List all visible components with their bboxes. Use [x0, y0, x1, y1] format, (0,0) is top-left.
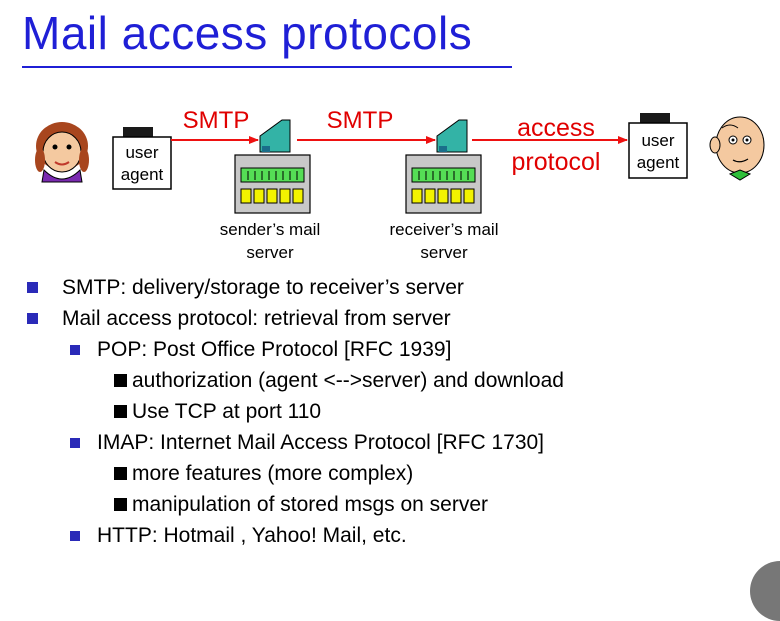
list-item: POP: Post Office Protocol [RFC 1939] — [22, 334, 772, 365]
bullet-square-icon — [114, 374, 127, 387]
mail-flow-diagram: user agent — [35, 107, 765, 262]
bullet-square-icon — [70, 344, 80, 355]
page-title: Mail access protocols — [22, 7, 473, 59]
bullet-square-icon — [27, 313, 38, 324]
bullet-list: SMTP: delivery/storage to receiver’s ser… — [22, 272, 772, 551]
list-item: HTTP: Hotmail , Yahoo! Mail, etc. — [22, 520, 772, 551]
receiver-server-label-line2: server — [420, 243, 468, 262]
smtp-label-1: SMTP — [183, 107, 250, 134]
bullet-text: Use TCP at port 110 — [132, 400, 322, 423]
list-item: IMAP: Internet Mail Access Protocol [RFC… — [22, 427, 772, 458]
receiver-mail-server-icon — [405, 119, 482, 214]
slide-corner-decoration — [750, 561, 780, 621]
bullet-text: authorization (agent <-->server) and dow… — [132, 369, 564, 392]
access-label-line1: access — [517, 114, 595, 142]
bullet-text: POP: Post Office Protocol [RFC 1939] — [97, 338, 452, 361]
list-item: SMTP: delivery/storage to receiver’s ser… — [22, 272, 772, 303]
user-agent-right: user agent — [628, 113, 688, 179]
list-item: Use TCP at port 110 — [22, 396, 772, 427]
user-agent-right-line2: agent — [637, 153, 680, 172]
bullet-square-icon — [70, 530, 80, 541]
bullet-text: Mail access protocol: retrieval from ser… — [62, 307, 451, 330]
bullet-text: SMTP: delivery/storage to receiver’s ser… — [62, 276, 464, 299]
sender-server-label-line2: server — [246, 243, 294, 262]
list-item: more features (more complex) — [22, 458, 772, 489]
user-agent-left: user agent — [112, 127, 172, 190]
sender-person-icon — [35, 122, 89, 183]
bullet-square-icon — [27, 282, 38, 293]
bullet-square-icon — [70, 437, 80, 448]
bullet-square-icon — [114, 498, 127, 511]
user-agent-right-line1: user — [641, 131, 674, 150]
bullet-text: manipulation of stored msgs on server — [132, 493, 489, 516]
list-item: authorization (agent <-->server) and dow… — [22, 365, 772, 396]
user-agent-left-line2: agent — [121, 165, 164, 184]
list-item: Mail access protocol: retrieval from ser… — [22, 303, 772, 334]
bullet-text: HTTP: Hotmail , Yahoo! Mail, etc. — [97, 524, 407, 547]
bullet-text: IMAP: Internet Mail Access Protocol [RFC… — [97, 431, 545, 454]
sender-server-label-line1: sender’s mail — [220, 220, 320, 239]
user-agent-left-line1: user — [125, 143, 158, 162]
bullet-text: more features (more complex) — [132, 462, 414, 485]
title-underline — [22, 66, 512, 68]
receiver-server-label-line1: receiver’s mail — [390, 220, 499, 239]
bullet-square-icon — [114, 467, 127, 480]
receiver-person-icon — [709, 116, 765, 181]
access-label-line2: protocol — [512, 148, 601, 176]
list-item: manipulation of stored msgs on server — [22, 489, 772, 520]
bullet-square-icon — [114, 405, 127, 418]
sender-mail-server-icon — [234, 119, 311, 214]
smtp-label-2: SMTP — [327, 107, 394, 134]
